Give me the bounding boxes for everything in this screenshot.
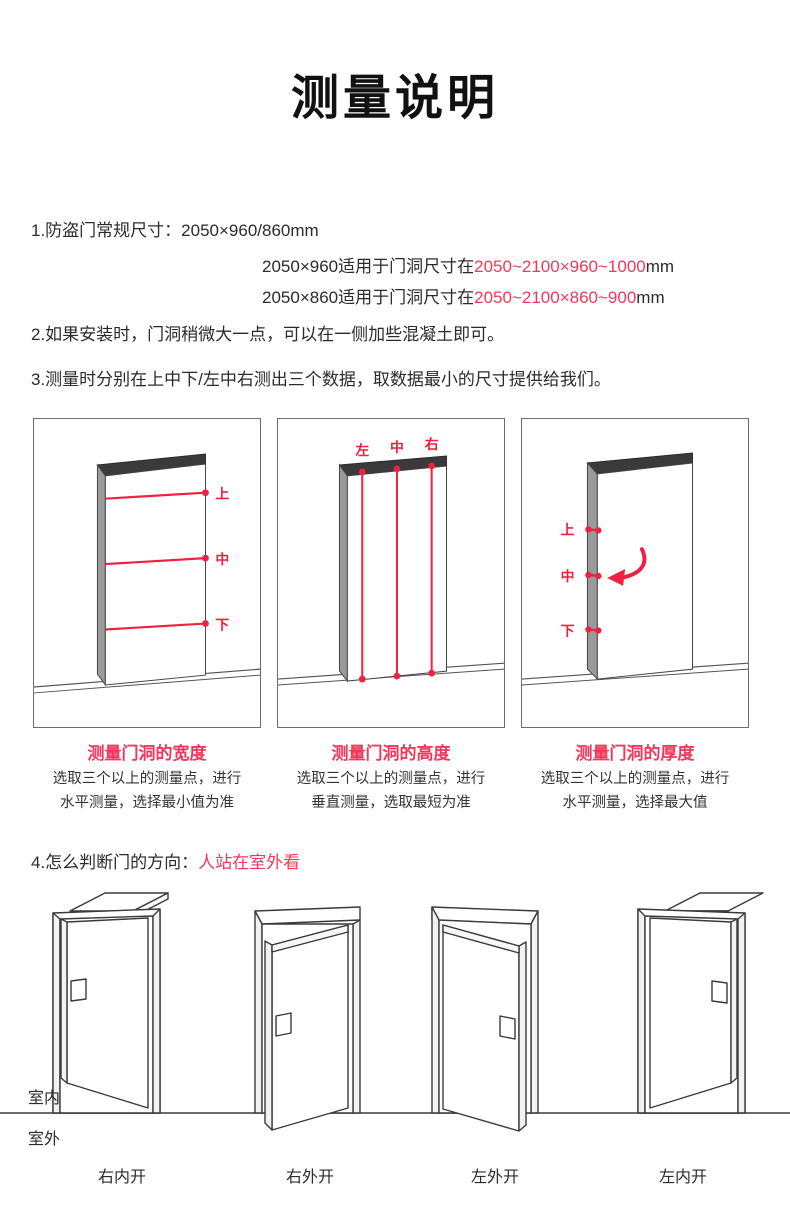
caption-height-title: 测量门洞的高度 <box>331 744 451 763</box>
door2-frame-left <box>254 910 263 1114</box>
door2-leaf-top <box>271 924 349 953</box>
door-labels: 右内开 右外开 左外开 左内开 <box>0 1163 790 1193</box>
width-measure-lines <box>105 491 206 631</box>
door4-frame-left <box>637 908 646 1114</box>
note-item-4: 4.怎么判断门的方向：人站在室外看 <box>31 848 300 873</box>
note-item-3: 3.测量时分别在上中下/左中右测出三个数据，取数据最小的尺寸提供给我们。 <box>31 370 611 389</box>
label-indoor: 室内 <box>28 1090 61 1107</box>
door4-leaf <box>649 917 732 1109</box>
caption-thickness-line2: 水平测量，选择最大值 <box>562 795 708 811</box>
door-label-2: 右外开 <box>285 1169 334 1186</box>
door2-leaf-edge <box>264 940 273 1131</box>
mark-bottom: 下 <box>215 617 229 633</box>
panel-captions: 测量门洞的宽度 选取三个以上的测量点，进行 水平测量，选择最小值为准 测量门洞的… <box>33 742 750 812</box>
door1-frame-left <box>52 912 61 1114</box>
note-1-sub-1-range: 2050~2100×960~1000 <box>474 257 646 276</box>
door2-handle <box>275 1012 292 1037</box>
caption-height-line2: 垂直测量，选取最短为准 <box>311 795 471 811</box>
measurement-panels: 上 中 下 <box>33 418 750 728</box>
mark-right: 右 <box>425 436 439 452</box>
caption-thickness: 测量门洞的厚度 选取三个以上的测量点，进行 水平测量，选择最大值 <box>521 742 749 814</box>
door2-frame-head <box>254 906 361 925</box>
door4-leaf-edge <box>730 918 738 1084</box>
mark-bottom: 下 <box>561 622 575 638</box>
note-1-sub-2-range: 2050~2100×860~900 <box>474 288 637 307</box>
mark-top: 上 <box>561 521 575 537</box>
page-title: 测量说明 <box>290 72 499 125</box>
note-4-prefix: 4.怎么判断门的方向： <box>31 853 199 872</box>
door-diagram-1 <box>52 892 169 1114</box>
note-item-1: 1.防盗门常规尺寸：2050×960/860mm <box>31 221 319 240</box>
door-opening <box>596 462 693 680</box>
panel-measure-height: 左 中 右 <box>277 418 505 728</box>
door4-frame-right <box>737 912 746 1114</box>
doors-svg <box>0 892 790 1132</box>
caption-height: 测量门洞的高度 选取三个以上的测量点，进行 垂直测量，选取最短为准 <box>277 742 505 814</box>
door-diagram-4 <box>637 892 764 1114</box>
width-diagram: 上 中 下 <box>34 453 260 694</box>
floor-line-2 <box>34 674 260 694</box>
door1-frame-right <box>152 908 161 1114</box>
height-diagram: 左 中 右 <box>278 436 504 686</box>
note-1-sub-1-prefix: 2050×960适用于门洞尺寸在 <box>262 257 475 276</box>
caption-width-line2: 水平测量，选择最小值为准 <box>60 795 234 811</box>
height-measure-dots <box>358 462 436 683</box>
caption-thickness-title: 测量门洞的厚度 <box>575 744 695 763</box>
door-jamb-left <box>96 463 106 687</box>
door-diagram-3 <box>431 906 539 1132</box>
door3-leaf-top <box>442 924 520 954</box>
door-opening <box>104 463 206 686</box>
caption-width: 测量门洞的宽度 选取三个以上的测量点，进行 水平测量，选择最小值为准 <box>33 742 261 814</box>
note-1-sub-2-suffix: mm <box>636 288 665 307</box>
caption-width-title: 测量门洞的宽度 <box>87 744 207 763</box>
door4-handle <box>711 980 728 1004</box>
mark-left: 左 <box>354 442 369 458</box>
mark-center: 中 <box>390 439 404 455</box>
note-item-1-sub-2: 2050×860适用于门洞尺寸在2050~2100×860~900mm <box>262 283 665 308</box>
door3-handle <box>499 1015 516 1040</box>
direction-arrow-curve <box>619 547 647 580</box>
mark-top: 上 <box>215 486 229 502</box>
door-diagram-2 <box>254 906 361 1131</box>
floor-line-2 <box>522 668 748 686</box>
caption-width-line1: 选取三个以上的测量点，进行 <box>52 771 242 787</box>
thickness-measure-dots <box>585 526 602 634</box>
door-jamb-left <box>586 461 598 681</box>
mark-middle: 中 <box>215 551 229 567</box>
note-item-1-sub-1: 2050×960适用于门洞尺寸在2050~2100×960~1000mm <box>262 252 674 277</box>
door-label-4: 左内开 <box>658 1169 707 1186</box>
note-1-sub-2-prefix: 2050×860适用于门洞尺寸在 <box>262 288 475 307</box>
door-label-3: 左外开 <box>470 1169 519 1186</box>
door3-frame-left <box>431 906 440 1114</box>
door-label-1: 右内开 <box>97 1169 146 1186</box>
height-measure-lines <box>361 465 433 680</box>
door1-leaf-edge <box>60 918 68 1084</box>
door-direction-diagrams <box>0 880 790 1140</box>
mark-middle: 中 <box>561 568 575 584</box>
note-1-sub-1-suffix: mm <box>645 257 675 276</box>
door-jamb-left <box>338 463 348 683</box>
caption-height-line1: 选取三个以上的测量点，进行 <box>296 771 486 787</box>
door3-frame-right <box>530 910 539 1114</box>
panel-measure-thickness: 上 中 下 <box>521 418 749 728</box>
door2-frame-right <box>352 919 361 1114</box>
note-4-highlight: 人站在室外看 <box>198 853 301 872</box>
door3-leaf-edge <box>518 941 527 1132</box>
door1-handle <box>70 978 87 1002</box>
direction-arrow-head <box>607 569 626 586</box>
door4-top-leaf <box>664 892 764 912</box>
caption-thickness-line1: 选取三个以上的测量点，进行 <box>540 771 730 787</box>
label-outdoor: 室外 <box>28 1131 61 1148</box>
door1-leaf <box>66 917 149 1109</box>
width-measure-dots <box>202 489 209 627</box>
thickness-diagram: 上 中 下 <box>522 452 748 686</box>
note-item-2: 2.如果安装时，门洞稍微大一点，可以在一侧加些混凝土即可。 <box>31 325 505 344</box>
panel-measure-width: 上 中 下 <box>33 418 261 728</box>
